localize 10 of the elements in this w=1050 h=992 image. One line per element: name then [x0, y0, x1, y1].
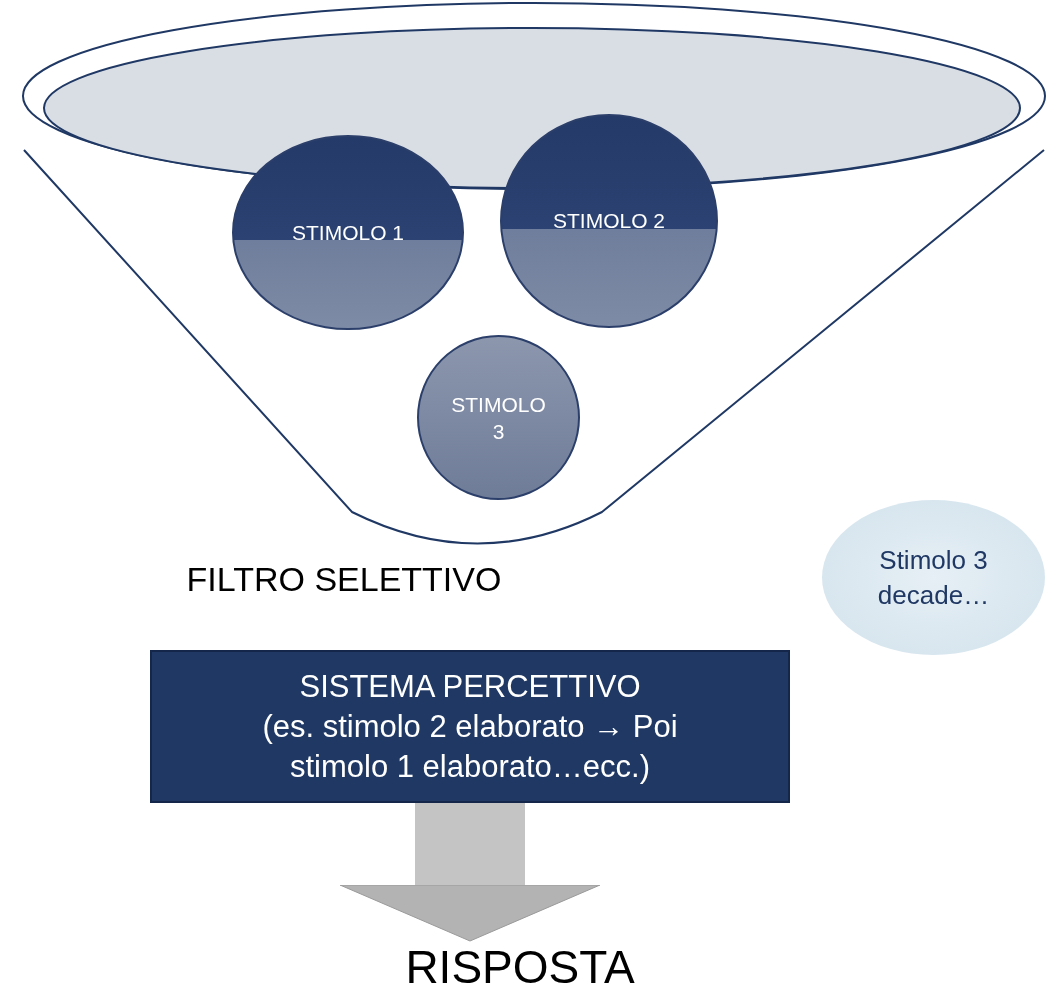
box-text: (es. stimolo 2 elaborato → Poi stimolo 1 elaborato…ecc.) — [261, 707, 679, 786]
result-text: RISPOSTA — [370, 942, 670, 992]
circle-label: STIMOLO 1 — [291, 219, 405, 246]
note-text: Stimolo 3 decade… — [876, 543, 991, 612]
box-heading: SISTEMA PERCETTIVO — [299, 667, 641, 706]
circle-label: STIMOLO 3 — [450, 391, 547, 445]
process-box — [150, 650, 790, 803]
block-arrow — [339, 803, 601, 942]
circle-label: STIMOLO 2 — [552, 208, 666, 235]
funnel-label: FILTRO SELETTIVO — [185, 560, 503, 599]
